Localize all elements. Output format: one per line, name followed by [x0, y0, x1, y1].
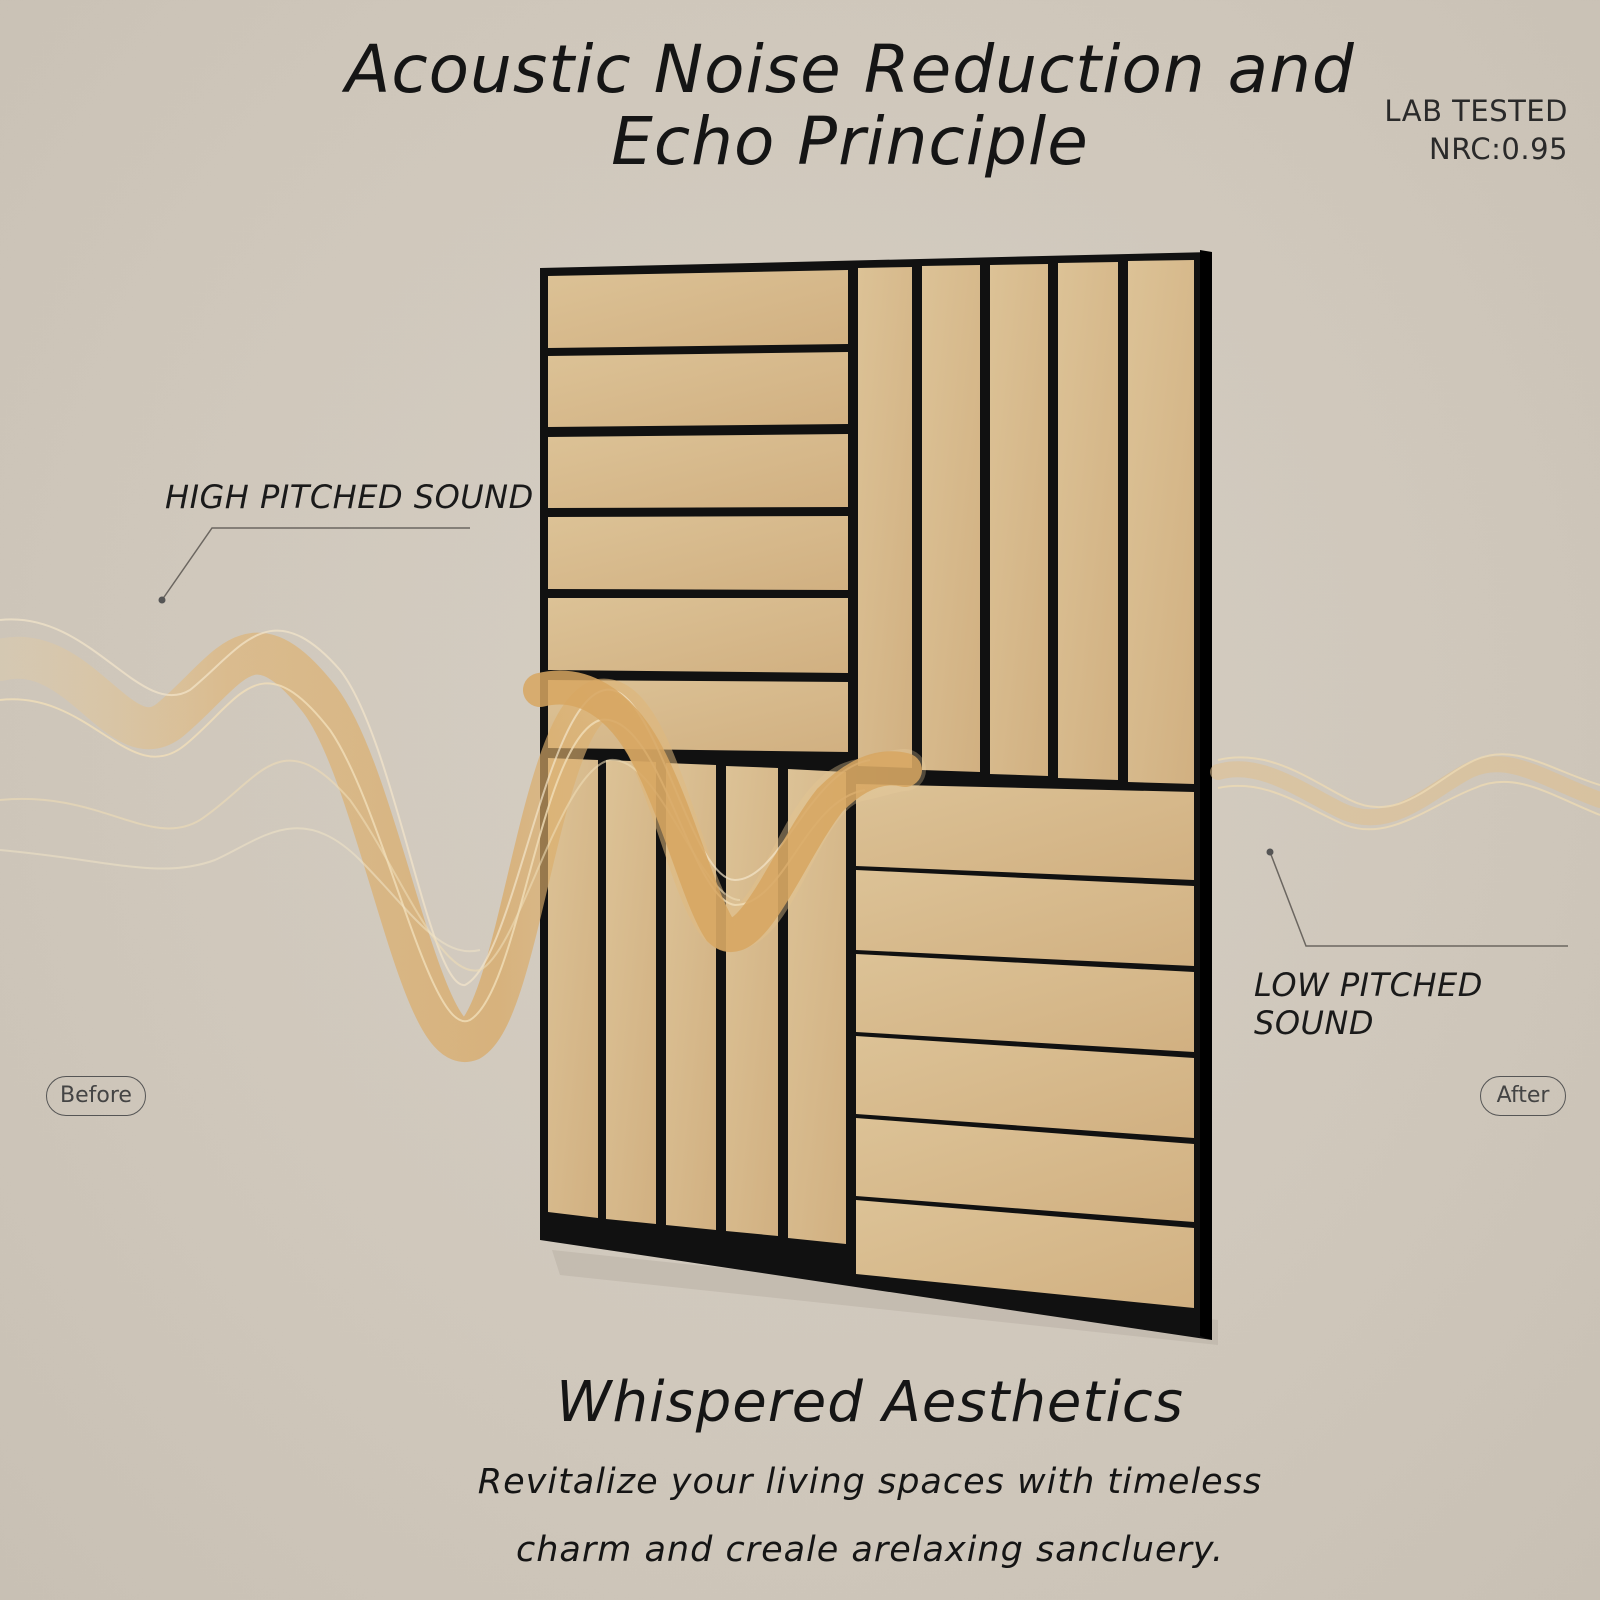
high-pitched-sound-label: HIGH PITCHED SOUND: [165, 478, 534, 516]
footer-tagline-line-2: charm and creale arelaxing sancluery.: [515, 1530, 1224, 1570]
callout-lines: [161, 527, 1568, 947]
after-label: After: [1480, 1076, 1566, 1116]
top-left-slats: [548, 270, 848, 752]
high-pitch-wave: [0, 618, 926, 1062]
page-title: Acoustic Noise Reduction and Echo Princi…: [330, 34, 1370, 178]
footer-heading: Whispered Aesthetics: [556, 1370, 1184, 1435]
before-label: Before: [46, 1076, 146, 1116]
top-right-slats: [858, 260, 1194, 784]
low-pitch-marker: [1266, 848, 1274, 856]
bottom-right-slats: [856, 784, 1194, 1308]
footer-tagline-line-1: Revitalize your living spaces with timel…: [477, 1462, 1263, 1502]
low-pitched-sound-label: LOW PITCHED SOUND: [1254, 966, 1483, 1042]
lab-tested-text: LAB TESTED: [1384, 94, 1568, 128]
lab-tested-badge: LAB TESTED NRC:0.95: [1384, 92, 1568, 168]
high-pitch-marker: [158, 596, 166, 604]
title-line-1: Acoustic Noise Reduction and: [345, 31, 1355, 108]
title-line-2: Echo Principle: [611, 103, 1089, 180]
nrc-rating-text: NRC:0.95: [1429, 132, 1568, 166]
low-pitch-wave: [1210, 753, 1600, 831]
panel-shadow: [552, 1250, 1218, 1345]
